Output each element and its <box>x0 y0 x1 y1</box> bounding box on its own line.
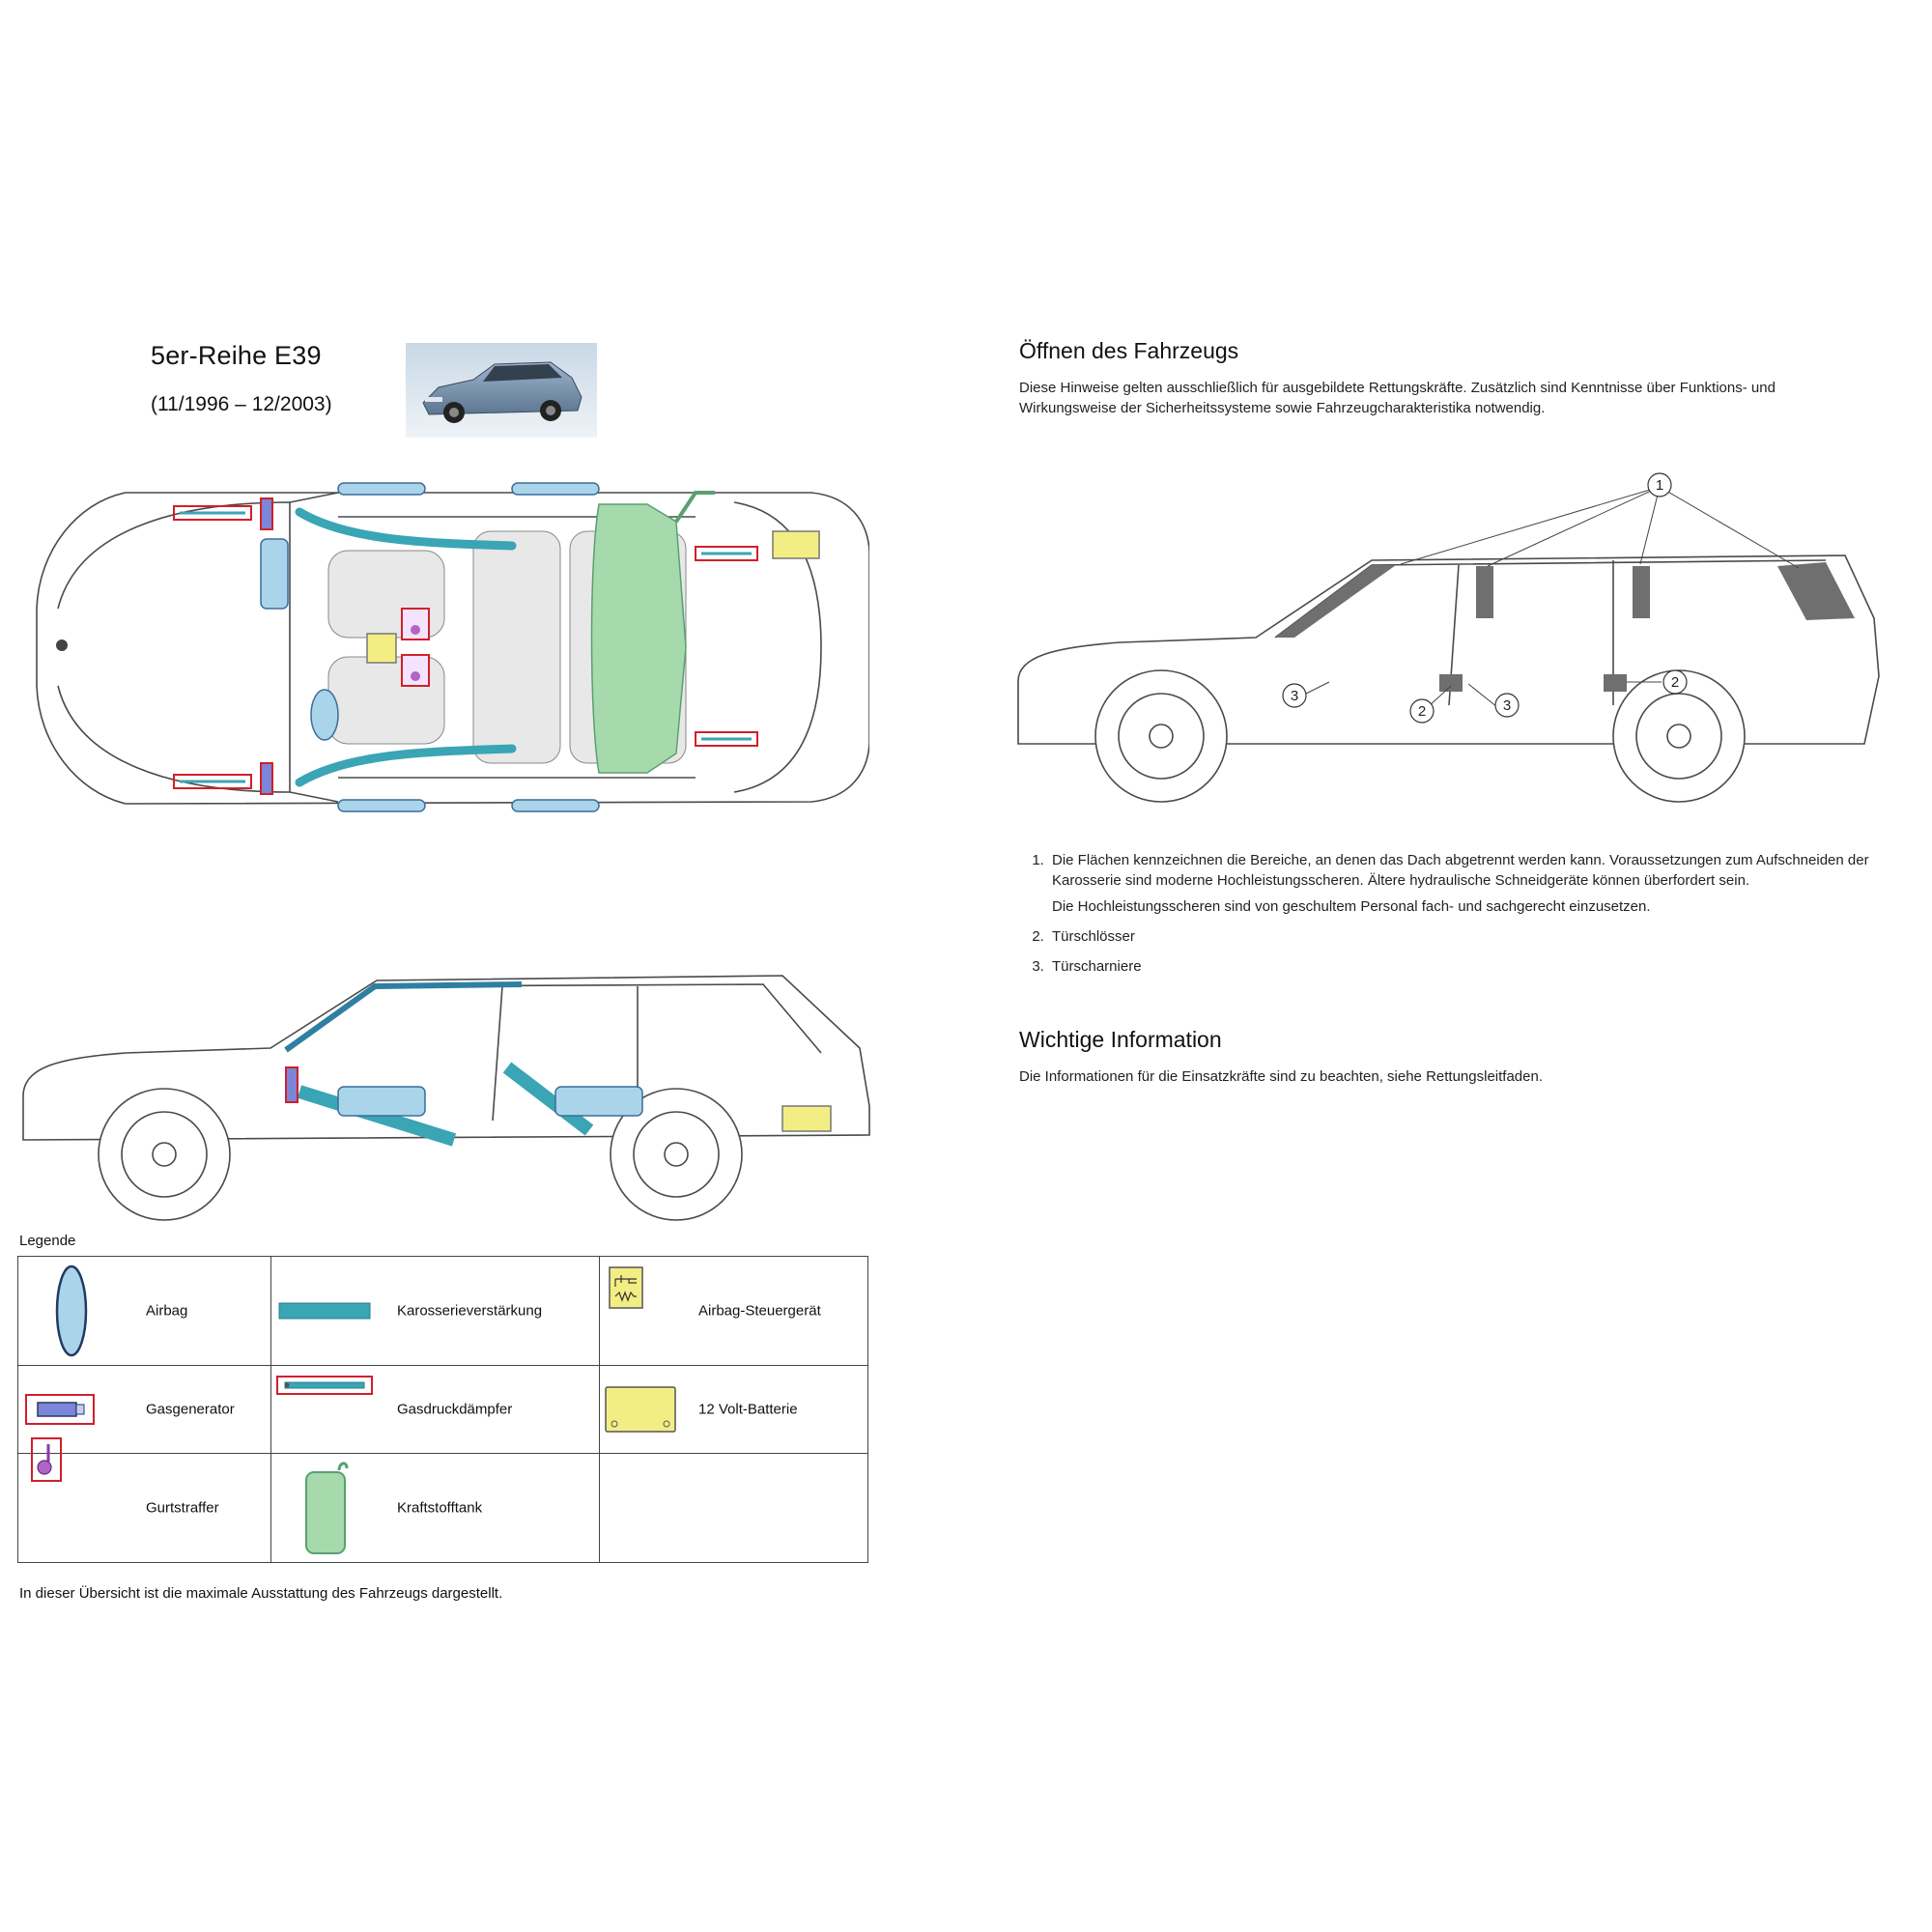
battery-icon <box>605 1386 676 1433</box>
airbag-control-unit-icon <box>609 1266 643 1309</box>
legend-cell-airbag: Airbag <box>17 1256 271 1366</box>
opening-notes: Die Flächen kennzeichnen die Bereiche, a… <box>1019 850 1908 986</box>
opening-heading: Öffnen des Fahrzeugs <box>1019 338 1239 363</box>
callout-2: 2 <box>1671 674 1679 691</box>
callout-2: 2 <box>1418 703 1426 720</box>
legend-footnote: In dieser Übersicht ist die maximale Aus… <box>19 1585 503 1602</box>
rescue-side-view-diagram: 1 2 2 3 3 <box>1017 472 1880 803</box>
legend-label: Gasdruckdämpfer <box>397 1401 513 1418</box>
side-view-diagram <box>22 975 870 1221</box>
callout-3: 3 <box>1291 688 1298 704</box>
legend-label: Airbag <box>146 1302 188 1320</box>
legend-label: Airbag-Steuergerät <box>698 1302 821 1320</box>
note-1-extra: Die Hochleistungsscheren sind von geschu… <box>1052 898 1651 915</box>
legend-cell-fuel-tank: Kraftstofftank <box>270 1453 600 1563</box>
fuel-tank-icon <box>305 1462 349 1554</box>
callout-1: 1 <box>1656 477 1663 494</box>
note-item: Türscharniere <box>1048 956 1908 977</box>
production-period: (11/1996 – 12/2003) <box>151 393 332 415</box>
legend-label: Karosserieverstärkung <box>397 1302 543 1320</box>
legend-cell-battery: 12 Volt-Batterie <box>599 1365 868 1454</box>
info-text: Die Informationen für die Einsatzkräfte … <box>1019 1068 1543 1085</box>
legend-cell-empty <box>599 1453 868 1563</box>
legend-label: Kraftstofftank <box>397 1499 483 1517</box>
gas-generator-icon <box>25 1394 95 1425</box>
page-title: 5er-Reihe E39 <box>151 341 322 370</box>
belt-tensioner-icon <box>31 1437 62 1482</box>
legend-label: Gurtstraffer <box>146 1499 219 1517</box>
legend-cell-airbag-control-unit: Airbag-Steuergerät <box>599 1256 868 1366</box>
legend-cell-reinforcement: Karosserieverstärkung <box>270 1256 600 1366</box>
airbag-icon <box>55 1264 88 1357</box>
legend-table: Airbag Karosserieverstärkung Airbag-Steu… <box>17 1256 868 1563</box>
legend-label: 12 Volt-Batterie <box>698 1401 798 1418</box>
gas-strut-icon <box>276 1376 373 1395</box>
note-item: Türschlösser <box>1048 926 1908 947</box>
legend-cell-belt-tensioner: Gurtstraffer <box>17 1437 271 1563</box>
opening-intro: Diese Hinweise gelten ausschließlich für… <box>1019 380 1776 416</box>
top-view-diagram <box>36 482 869 812</box>
callout-3: 3 <box>1503 697 1511 714</box>
info-heading: Wichtige Information <box>1019 1027 1222 1052</box>
legend-cell-gas-strut: Gasdruckdämpfer <box>270 1365 600 1454</box>
vehicle-photo <box>406 343 597 438</box>
legend-label: Gasgenerator <box>146 1401 235 1418</box>
legend-heading: Legende <box>19 1233 76 1249</box>
reinforcement-icon <box>278 1302 371 1320</box>
note-item: Die Flächen kennzeichnen die Bereiche, a… <box>1048 850 1908 917</box>
